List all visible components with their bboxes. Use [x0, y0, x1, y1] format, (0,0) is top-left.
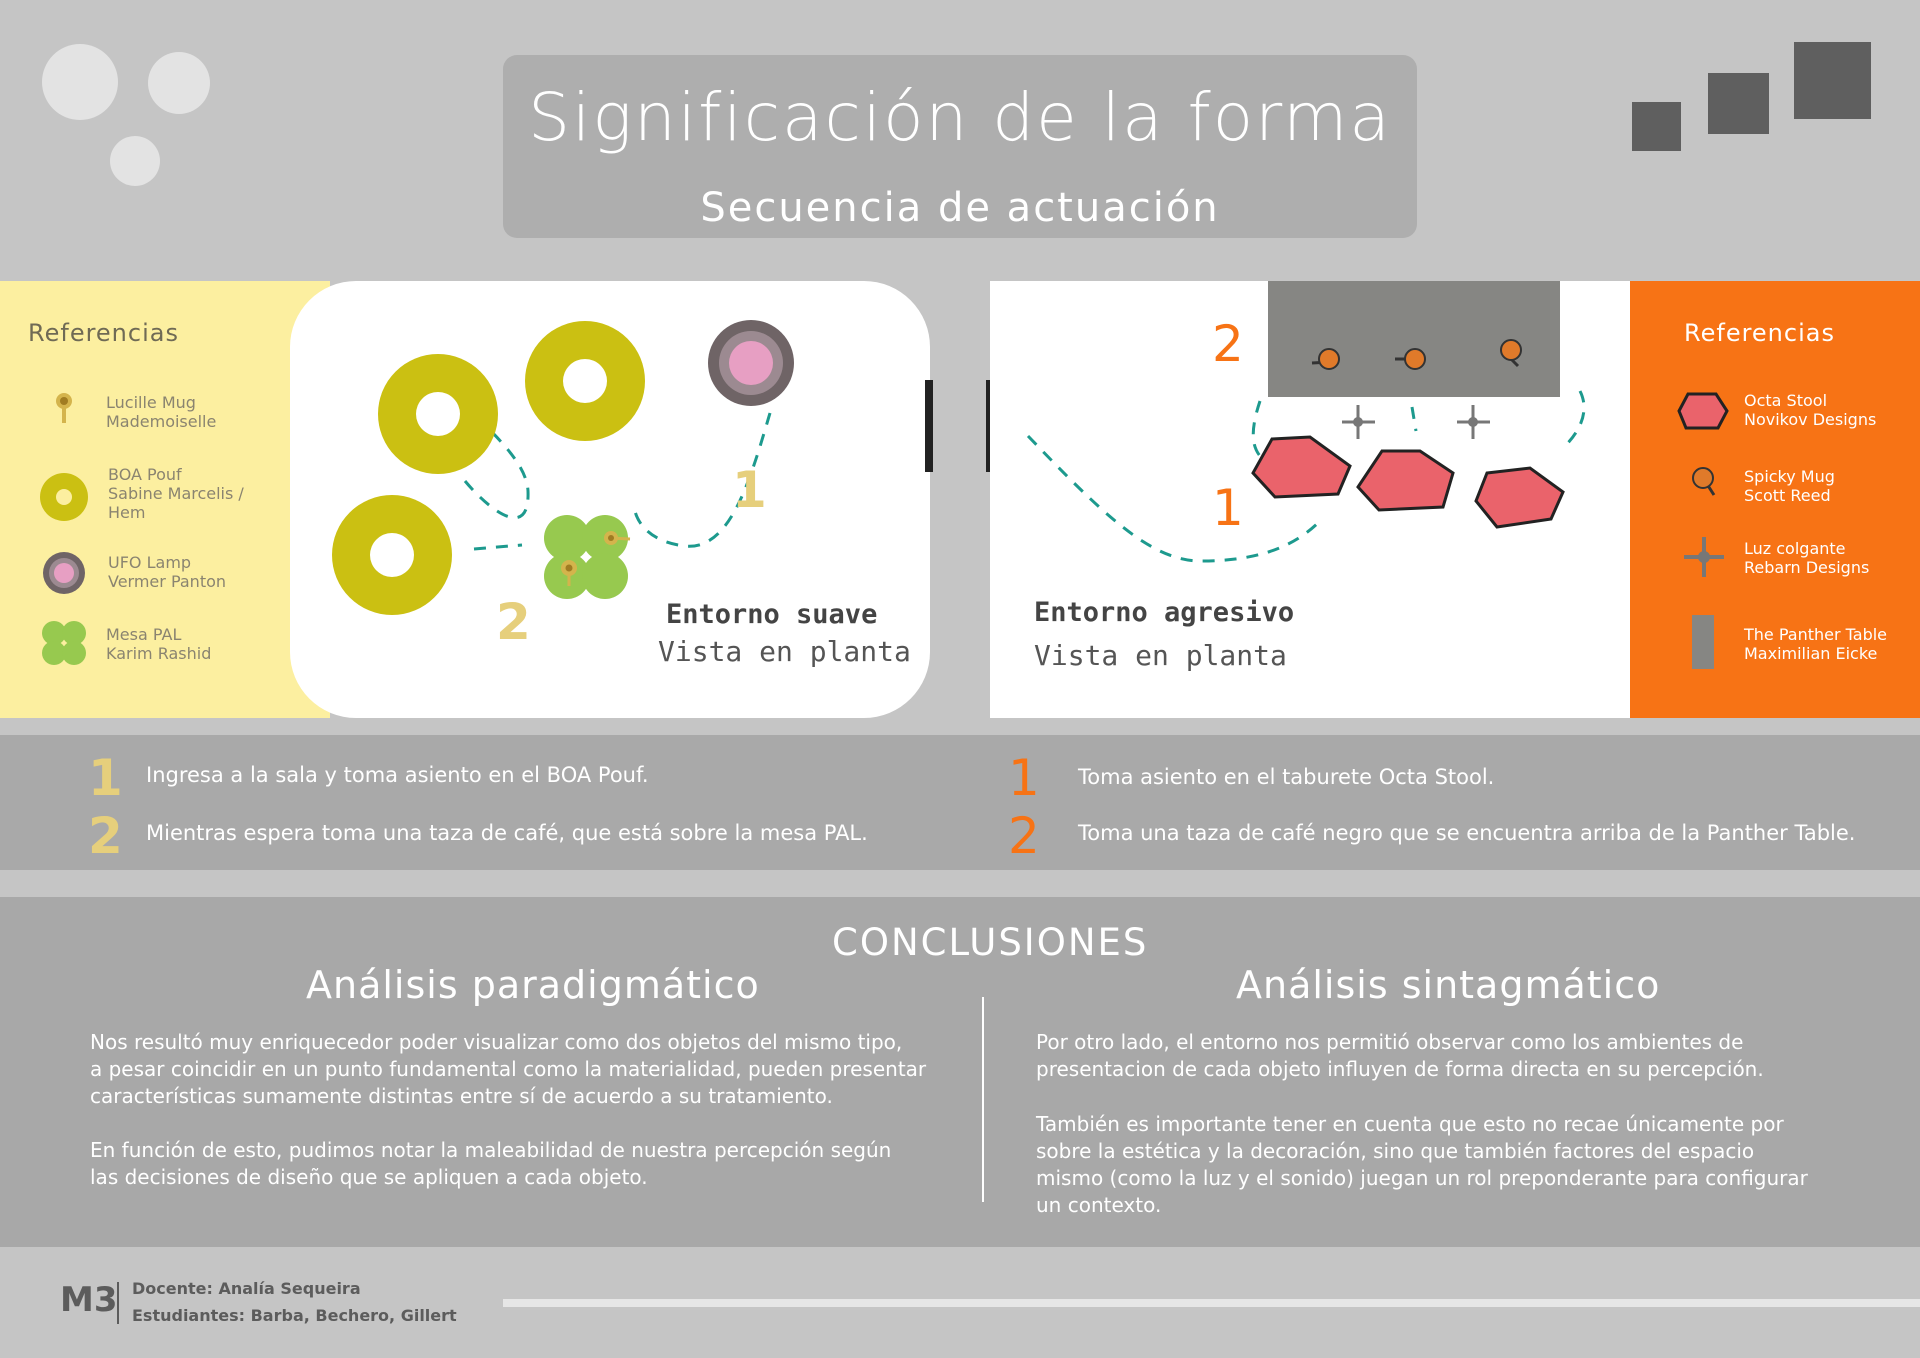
soft-step-2: 2: [496, 593, 531, 651]
lucille-mug-2: [561, 560, 577, 586]
paradigmatic-paragraph-2: En función de esto, pudimos notar la mal…: [90, 1138, 892, 1189]
aggressive-floor-plan: [1026, 281, 1586, 563]
right-references-title: Referencias: [1684, 319, 1835, 347]
boa-pouf-3: [332, 495, 452, 615]
spicky-mug-2: [1395, 348, 1426, 370]
left-references-title: Referencias: [28, 319, 179, 347]
decor-square-small: [1632, 102, 1681, 151]
mug-icon: [56, 393, 72, 423]
sequence-band: 1 Ingresa a la sala y toma asiento en el…: [0, 735, 1920, 870]
boa-pouf-1: [378, 354, 498, 474]
soft-environment-panel: 1 2 Entorno suave Vista en planta: [290, 281, 930, 718]
conclusions-divider: [982, 997, 984, 1202]
aggressive-environment-subtitle: Vista en planta: [1034, 639, 1287, 672]
conclusions-section: CONCLUSIONES Análisis paradigmático Anál…: [0, 897, 1920, 1247]
soft-step-1: 1: [732, 461, 767, 519]
seq-right-text-1: Toma asiento en el taburete Octa Stool.: [1078, 765, 1495, 789]
lucille-mug-1: [604, 531, 631, 545]
paradigmatic-paragraph-1: Nos resultó muy enriquecedor poder visua…: [90, 1030, 927, 1108]
octa-stool-1: [1251, 435, 1352, 499]
seq-right-text-2: Toma una taza de café negro que se encue…: [1078, 821, 1856, 845]
soft-environment-title: Entorno suave: [666, 599, 878, 630]
right-references-panel: Referencias Octa Stool Novikov Designs S…: [1630, 281, 1920, 718]
ref-label-boa-pouf: BOA Pouf Sabine Marcelis / Hem: [108, 465, 244, 522]
ref-label-mesa-pal: Mesa PAL Karim Rashid: [106, 625, 212, 663]
soft-path-to-table: [473, 543, 523, 551]
teacher-credit: Docente: Analía Sequeira: [132, 1279, 361, 1298]
boa-pouf-2: [525, 321, 645, 441]
soft-floor-plan: [332, 320, 794, 615]
footer-separator: [117, 1282, 119, 1324]
ref-label-octa-stool: Octa Stool Novikov Designs: [1744, 391, 1877, 429]
left-references-panel: Referencias Lucille Mug Mademoiselle BOA…: [0, 281, 330, 718]
soft-path-entry: [633, 412, 772, 548]
aggressive-step-1: 1: [1212, 479, 1244, 537]
conclusions-heading: CONCLUSIONES: [832, 921, 1149, 964]
ref-label-spicky-mug: Spicky Mug Scott Reed: [1744, 467, 1835, 505]
students-credit: Estudiantes: Barba, Bechero, Gillert: [132, 1306, 457, 1325]
seq-left-text-1: Ingresa a la sala y toma asiento en el B…: [146, 763, 649, 787]
divider-bar-left: [925, 380, 933, 472]
octa-stool-3: [1474, 466, 1565, 529]
footer-line: [503, 1299, 1920, 1307]
spicky-mug-1: [1311, 348, 1340, 370]
decor-square-medium: [1708, 73, 1769, 134]
decor-circle-small: [110, 136, 160, 186]
octa-stool-2: [1356, 449, 1455, 512]
aggressive-path-mid: [1410, 406, 1418, 432]
aggressive-environment-panel: 2 1 Entorno agresivo Vista en planta: [990, 281, 1630, 718]
aggressive-step-2: 2: [1212, 315, 1244, 373]
seq-left-text-2: Mientras espera toma una taza de café, q…: [146, 821, 868, 845]
pendant-light-icon: [1684, 537, 1724, 577]
ufo-lamp: [708, 320, 794, 406]
ref-label-pendant-light: Luz colgante Rebarn Designs: [1744, 539, 1870, 577]
spicky-mug-icon: [1692, 467, 1716, 496]
seq-right-num-2: 2: [1008, 807, 1040, 865]
seq-right-num-1: 1: [1008, 749, 1040, 807]
seq-left-num-2: 2: [88, 807, 123, 865]
pouf-icon: [40, 473, 88, 521]
page-subtitle: Secuencia de actuación: [700, 185, 1220, 231]
lamp-icon: [43, 552, 85, 594]
paradigmatic-title: Análisis paradigmático: [306, 963, 760, 1007]
panther-table-icon: [1692, 615, 1714, 669]
syntagmatic-paragraph-2: También es importante tener en cuenta qu…: [1036, 1112, 1808, 1217]
decor-circle-medium: [148, 52, 210, 114]
panther-table: [1268, 281, 1560, 397]
page-title: Significación de la forma: [528, 79, 1392, 156]
octa-stool-icon: [1677, 392, 1729, 430]
ref-label-panther-table: The Panther Table Maximilian Eicke: [1744, 625, 1888, 663]
aggressive-path-right: [1563, 390, 1586, 448]
spicky-mug-3: [1500, 339, 1522, 368]
aggressive-environment-title: Entorno agresivo: [1034, 597, 1295, 628]
decor-square-large: [1794, 42, 1871, 119]
syntagmatic-paragraph-1: Por otro lado, el entorno nos permitió o…: [1036, 1030, 1764, 1081]
syntagmatic-title: Análisis sintagmático: [1236, 963, 1661, 1007]
clover-table-icon: [42, 621, 86, 665]
ref-label-ufo-lamp: UFO Lamp Vermer Panton: [108, 553, 227, 591]
decor-circle-large: [42, 44, 118, 120]
module-label: M3: [60, 1280, 118, 1320]
ref-label-lucille-mug: Lucille Mug Mademoiselle: [106, 393, 217, 431]
aggressive-path-table: [1251, 400, 1262, 457]
seq-left-num-1: 1: [88, 749, 123, 807]
mesa-pal: [544, 515, 628, 599]
soft-environment-subtitle: Vista en planta: [658, 635, 911, 668]
title-box: Significación de la forma Secuencia de a…: [503, 55, 1417, 238]
